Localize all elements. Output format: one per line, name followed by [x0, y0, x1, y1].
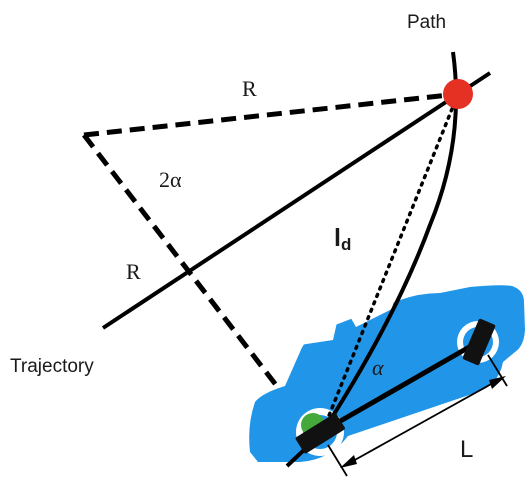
double-angle-label: 2α	[159, 167, 182, 192]
car	[249, 285, 525, 462]
lookahead-line	[320, 92, 460, 435]
dimension-line	[343, 377, 503, 467]
rear-tire	[295, 413, 345, 454]
dimension-arrow-front	[489, 376, 506, 389]
radius-label-top: R	[242, 76, 257, 101]
radius-line-left	[82, 133, 278, 387]
radius-line-top	[83, 91, 459, 138]
car-front-window	[300, 318, 338, 345]
dimension-arrow-rear	[340, 455, 357, 468]
lookahead-label-sub: d	[341, 235, 351, 254]
angle-label: α	[372, 355, 384, 380]
radius-label-left: R	[126, 259, 141, 284]
path-label: Path	[407, 12, 446, 33]
car-body	[249, 285, 525, 462]
wheelbase-label: L	[460, 436, 473, 463]
target-point	[443, 79, 473, 109]
trajectory-line	[101, 71, 492, 330]
wheelbase-dimension	[327, 354, 508, 477]
lookahead-label-main: l	[334, 224, 341, 252]
front-tire	[462, 318, 496, 366]
dimension-tick-rear	[327, 444, 348, 477]
trajectory-label: Trajectory	[10, 356, 94, 377]
lookahead-label: ld	[334, 224, 351, 254]
path-curve	[285, 51, 459, 468]
wheelbase-line	[314, 339, 480, 438]
dimension-tick-front	[487, 354, 508, 387]
